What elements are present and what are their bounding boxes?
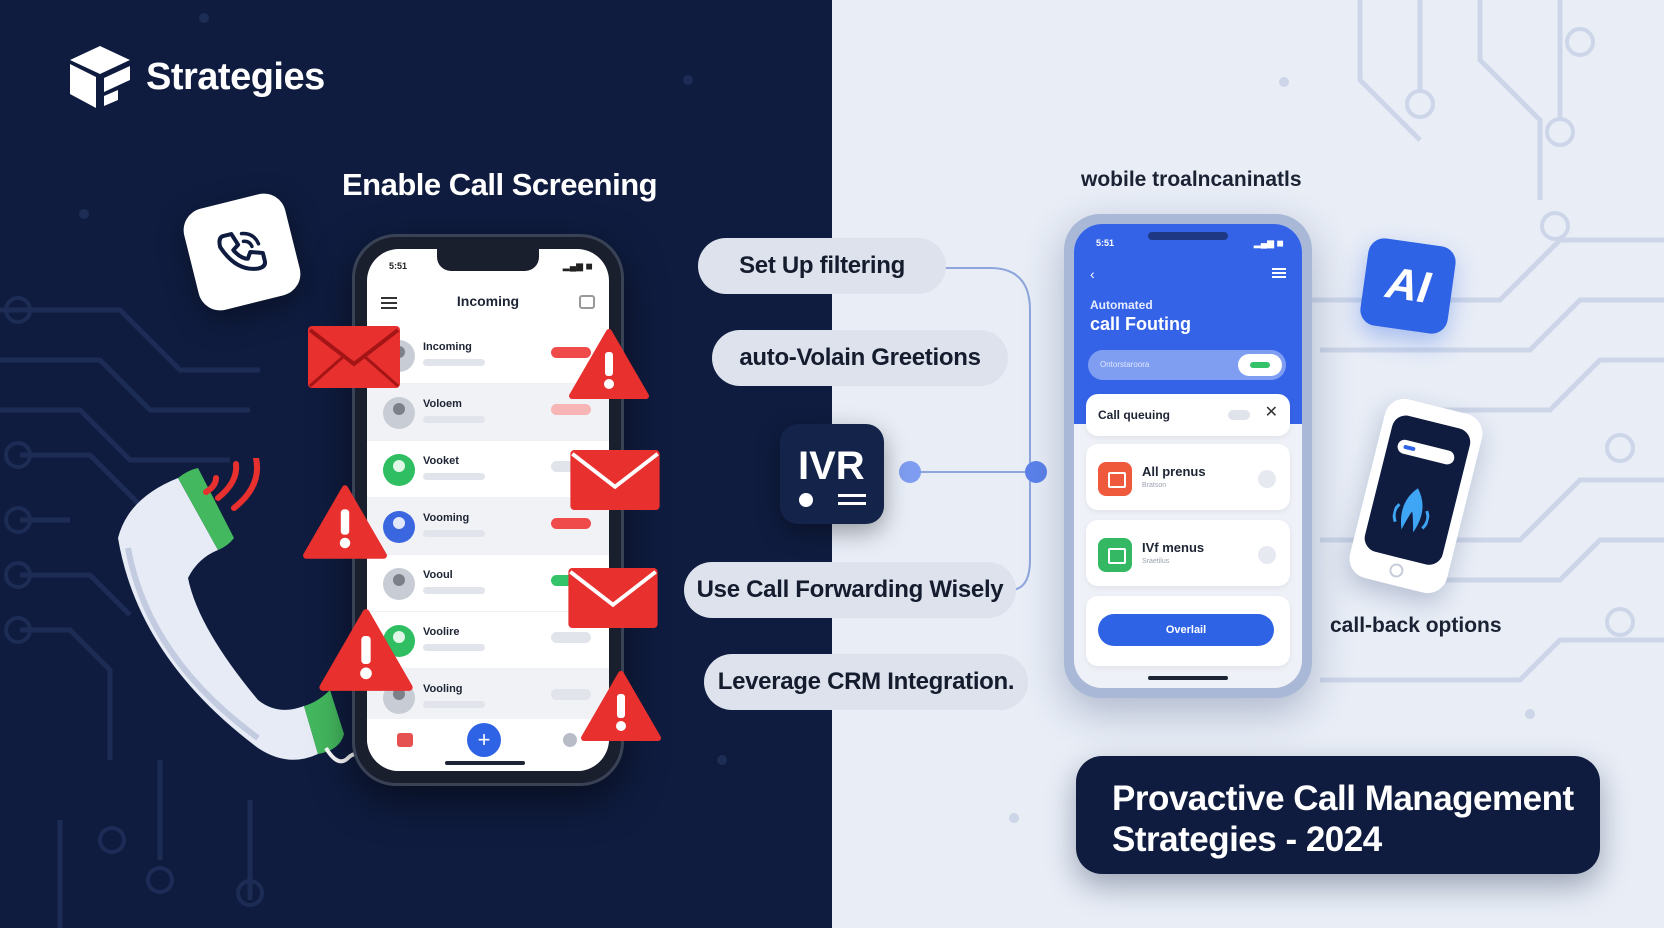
close-icon[interactable]: ✕	[1264, 404, 1278, 421]
brand: Strategies	[68, 44, 325, 110]
caller-name: Vooling	[423, 683, 463, 695]
avatar	[383, 454, 415, 486]
caller-name: Voolire	[423, 626, 460, 638]
add-call-button[interactable]: +	[467, 723, 501, 757]
hamburger-menu-icon[interactable]	[1272, 268, 1286, 278]
warning-icon	[319, 609, 413, 691]
app-bar-action-icon[interactable]	[579, 295, 595, 309]
list-item[interactable]: Vooming	[367, 498, 609, 555]
home-indicator	[445, 761, 525, 765]
user-option-icon	[1098, 538, 1132, 572]
profile-nav-icon[interactable]	[563, 733, 577, 747]
callback-phone-illustration	[1345, 394, 1487, 598]
strategy-pill-forwarding: Use Call Forwarding Wisely	[684, 562, 1016, 618]
caller-name: Incoming	[423, 341, 472, 353]
primary-action-button[interactable]: Overlail	[1098, 614, 1274, 646]
app-bar-title: Incoming	[456, 293, 520, 309]
routing-option-card[interactable]: IVf menus Sraetilus	[1086, 520, 1290, 586]
option-radio[interactable]	[1258, 546, 1276, 564]
home-indicator	[1148, 676, 1228, 680]
cube-logo-icon	[70, 46, 130, 108]
telephone-handset-icon	[118, 458, 400, 773]
ivr-label: IVR	[798, 444, 865, 488]
strategy-pill-filtering: Set Up filtering	[698, 238, 946, 294]
section-heading-right: wobile troalncaninatls	[1081, 168, 1302, 191]
spam-envelope-icon	[308, 326, 400, 388]
ivr-menu-icon	[799, 493, 866, 507]
callback-options-label: call-back options	[1330, 614, 1502, 637]
brand-name: Strategies	[146, 55, 325, 98]
avatar	[383, 568, 415, 600]
signal-battery-icon: ▂▄▆ ◼	[1253, 238, 1284, 248]
header-panel	[1074, 224, 1302, 424]
phone-notch	[1148, 232, 1228, 240]
phone-screen	[1361, 412, 1474, 568]
page-title: Provactive Call Management Strategies - …	[1112, 779, 1574, 859]
spam-envelope-icon	[568, 567, 658, 629]
caller-detail-placeholder	[423, 644, 485, 651]
caller-detail-placeholder	[423, 473, 485, 480]
option-name: All prenus	[1142, 464, 1206, 479]
list-item[interactable]: Voloem	[367, 384, 609, 441]
caller-name: Vooul	[423, 569, 453, 581]
status-time: 5:51	[1096, 238, 1115, 248]
phone-screen: 5:51 ▂▄▆ ◼ Incoming Incoming Voloem Voo	[367, 249, 609, 771]
ai-tile: AI	[1358, 236, 1458, 336]
phone-icon	[217, 231, 268, 271]
section-heading-left: Enable Call Screening	[342, 167, 658, 202]
option-detail: Bratson	[1142, 482, 1167, 489]
option-detail: Sraetilus	[1142, 558, 1170, 565]
routing-search-field[interactable]: Ontorstaroora	[1088, 350, 1286, 380]
ai-label: AI	[1382, 258, 1434, 313]
caller-detail-placeholder	[423, 701, 485, 708]
caller-name: Voloem	[423, 398, 462, 410]
card-title: Call queuing	[1098, 408, 1170, 422]
status-badge	[551, 404, 591, 415]
routing-option-card[interactable]: All prenus Bratson	[1086, 444, 1290, 510]
avatar	[383, 511, 415, 543]
status-badge	[551, 689, 591, 700]
warning-icon	[581, 671, 661, 741]
avatar	[383, 397, 415, 429]
search-placeholder: Ontorstaroora	[1100, 360, 1150, 369]
status-badge	[551, 632, 591, 643]
status-badge	[551, 347, 591, 358]
caller-name: Vooket	[423, 455, 459, 467]
phone-screen: 5:51 ▂▄▆ ◼ ‹ Automated call Fouting Onto…	[1074, 224, 1302, 688]
status-time: 5:51	[389, 261, 408, 271]
voice-wave-icon	[1392, 488, 1430, 533]
caller-detail-placeholder	[423, 530, 485, 537]
signal-battery-icon: ▂▄▆ ◼	[562, 261, 593, 271]
strategy-pill-greetings: auto-Volain Greetions	[712, 330, 1008, 386]
queuing-toggle[interactable]	[1228, 410, 1250, 420]
warning-icon	[303, 485, 387, 559]
spam-envelope-icon	[570, 449, 660, 511]
caller-detail-placeholder	[423, 416, 485, 423]
call-routing-phone: 5:51 ▂▄▆ ◼ ‹ Automated call Fouting Onto…	[1064, 214, 1312, 698]
status-badge	[551, 518, 591, 529]
option-radio[interactable]	[1258, 470, 1276, 488]
caller-detail-placeholder	[423, 359, 485, 366]
title-card: Provactive Call Management Strategies - …	[1076, 756, 1600, 874]
screen-title: call Fouting	[1090, 314, 1191, 334]
hamburger-menu-icon[interactable]	[381, 297, 397, 309]
option-name: IVf menus	[1142, 540, 1205, 555]
notification-bar	[1396, 438, 1456, 466]
phone-notch	[437, 249, 539, 271]
home-nav-icon[interactable]	[397, 733, 413, 747]
phone-app-tile	[178, 188, 306, 316]
ivr-tile: IVR	[780, 424, 884, 524]
app-bar: Incoming	[367, 287, 609, 323]
menu-option-icon	[1098, 462, 1132, 496]
warning-icon	[569, 329, 649, 399]
strategy-pill-crm: Leverage CRM Integration.	[704, 654, 1028, 710]
caller-detail-placeholder	[423, 587, 485, 594]
bottom-navigation: +	[367, 719, 609, 771]
call-queuing-card: Call queuing ✕	[1086, 394, 1290, 436]
section-label: Automated	[1090, 298, 1153, 312]
routing-toggle[interactable]	[1238, 354, 1282, 376]
caller-name: Vooming	[423, 512, 470, 524]
back-arrow-icon[interactable]: ‹	[1090, 266, 1095, 282]
home-button	[1387, 561, 1405, 579]
